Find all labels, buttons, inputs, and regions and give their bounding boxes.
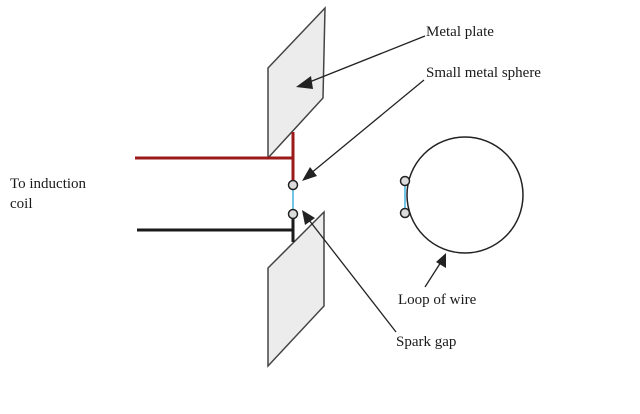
lower-metal-plate: [267, 210, 325, 368]
loop-leader: [424, 261, 442, 288]
small-sphere-arrowhead: [302, 167, 317, 181]
upper-small-sphere: [287, 179, 299, 191]
loop-upper-sphere: [399, 175, 411, 187]
metal-plate-arrowhead: [296, 76, 313, 89]
upper-metal-plate: [267, 6, 326, 160]
spark-gap-leader: [308, 219, 397, 333]
wire-loop: [406, 136, 524, 254]
loop-lower-sphere: [399, 207, 411, 219]
metal-plate-leader: [306, 35, 426, 84]
loop-arrowhead: [436, 253, 446, 268]
metal-plate-label: Metal plate: [426, 24, 494, 40]
spark-gap-label: Spark gap: [396, 334, 456, 350]
small-sphere-leader: [309, 79, 425, 175]
small-metal-sphere-label: Small metal sphere: [426, 65, 541, 81]
lower-small-sphere: [287, 208, 299, 220]
induction-coil-label-line1: To induction: [10, 176, 87, 192]
induction-coil-label-line2: coil: [10, 196, 33, 212]
spark-gap-arrowhead: [302, 210, 315, 225]
loop-of-wire-label: Loop of wire: [398, 292, 477, 308]
